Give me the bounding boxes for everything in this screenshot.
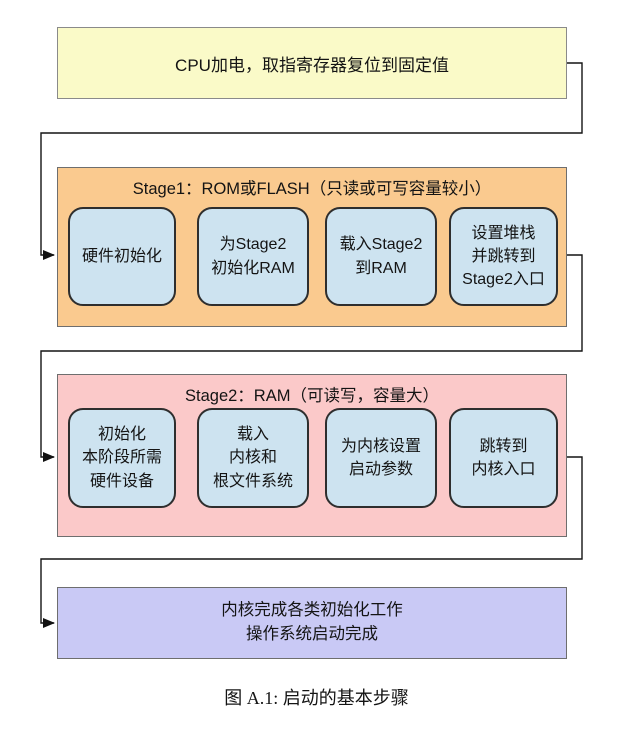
stage1-container: Stage1：ROM或FLASH（只读或可写容量较小） 硬件初始化 为Stage… (57, 167, 567, 327)
stage2-title: Stage2：RAM（可读写，容量大） (185, 387, 439, 405)
end-node-kernel-complete: 内核完成各类初始化工作 操作系统启动完成 (57, 587, 567, 659)
stage1-step-hardware-init: 硬件初始化 (68, 207, 176, 306)
stage1-title: Stage1：ROM或FLASH（只读或可写容量较小） (132, 180, 492, 198)
stage1-step-setup-stack-jump: 设置堆栈 并跳转到 Stage2入口 (449, 207, 558, 306)
stage2-step-set-boot-params: 为内核设置 启动参数 (325, 408, 437, 508)
stage1-step-load-stage2: 载入Stage2 到RAM (325, 207, 437, 306)
start-node-label: CPU加电，取指寄存器复位到固定值 (175, 55, 449, 75)
start-node-cpu-power-on: CPU加电，取指寄存器复位到固定值 (57, 27, 567, 99)
stage2-step-init-devices: 初始化 本阶段所需 硬件设备 (68, 408, 176, 508)
stage2-step-jump-kernel: 跳转到 内核入口 (449, 408, 558, 508)
stage1-step-init-ram: 为Stage2 初始化RAM (197, 207, 309, 306)
end-node-label: 内核完成各类初始化工作 操作系统启动完成 (221, 601, 403, 643)
figure-caption: 图 A.1: 启动的基本步骤 (224, 688, 409, 708)
stage2-container: Stage2：RAM（可读写，容量大） 初始化 本阶段所需 硬件设备 载入 内核… (57, 374, 567, 537)
stage2-step-load-kernel-rootfs: 载入 内核和 根文件系统 (197, 408, 309, 508)
